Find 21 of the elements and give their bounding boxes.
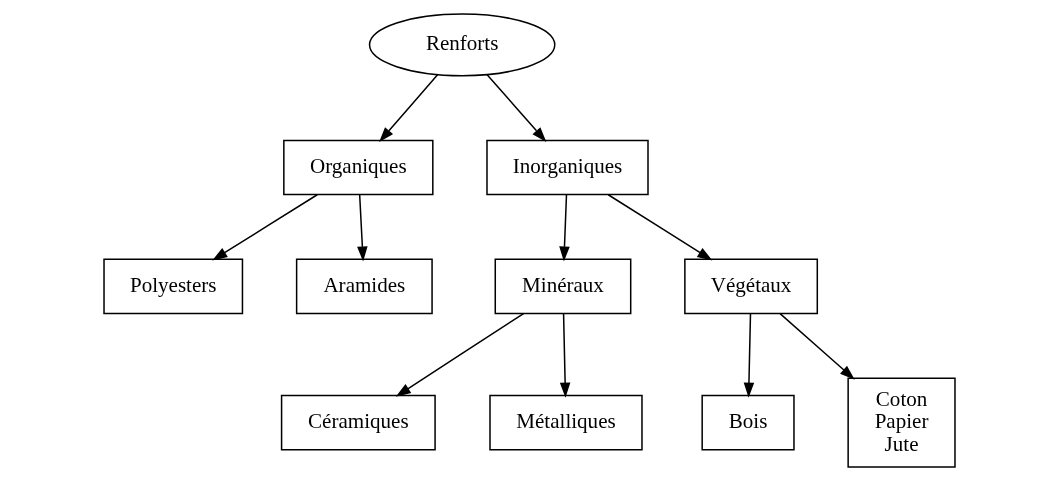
node-box: Aramides [295,258,433,315]
arrow [778,312,855,380]
node-box: Minéraux [494,258,631,315]
node-ellipse: Renforts [368,13,555,77]
node-box: Organiques [282,139,434,196]
node-box: Céramiques [280,394,436,451]
arrow [356,194,368,262]
arrow [607,194,712,261]
node-box: Inorganiques [485,139,649,196]
arrow [378,74,438,143]
arrow [743,312,754,398]
arrow [211,194,318,261]
arrow [395,312,524,397]
node-box: Métalliques [488,394,643,451]
arrow [485,74,546,143]
node-box: Coton Papier Jute [846,377,956,468]
node-box: Bois [700,394,795,451]
arrow [558,194,570,262]
arrow [559,312,570,398]
node-box: Polyesters [102,258,243,315]
node-box: Végétaux [683,258,818,315]
